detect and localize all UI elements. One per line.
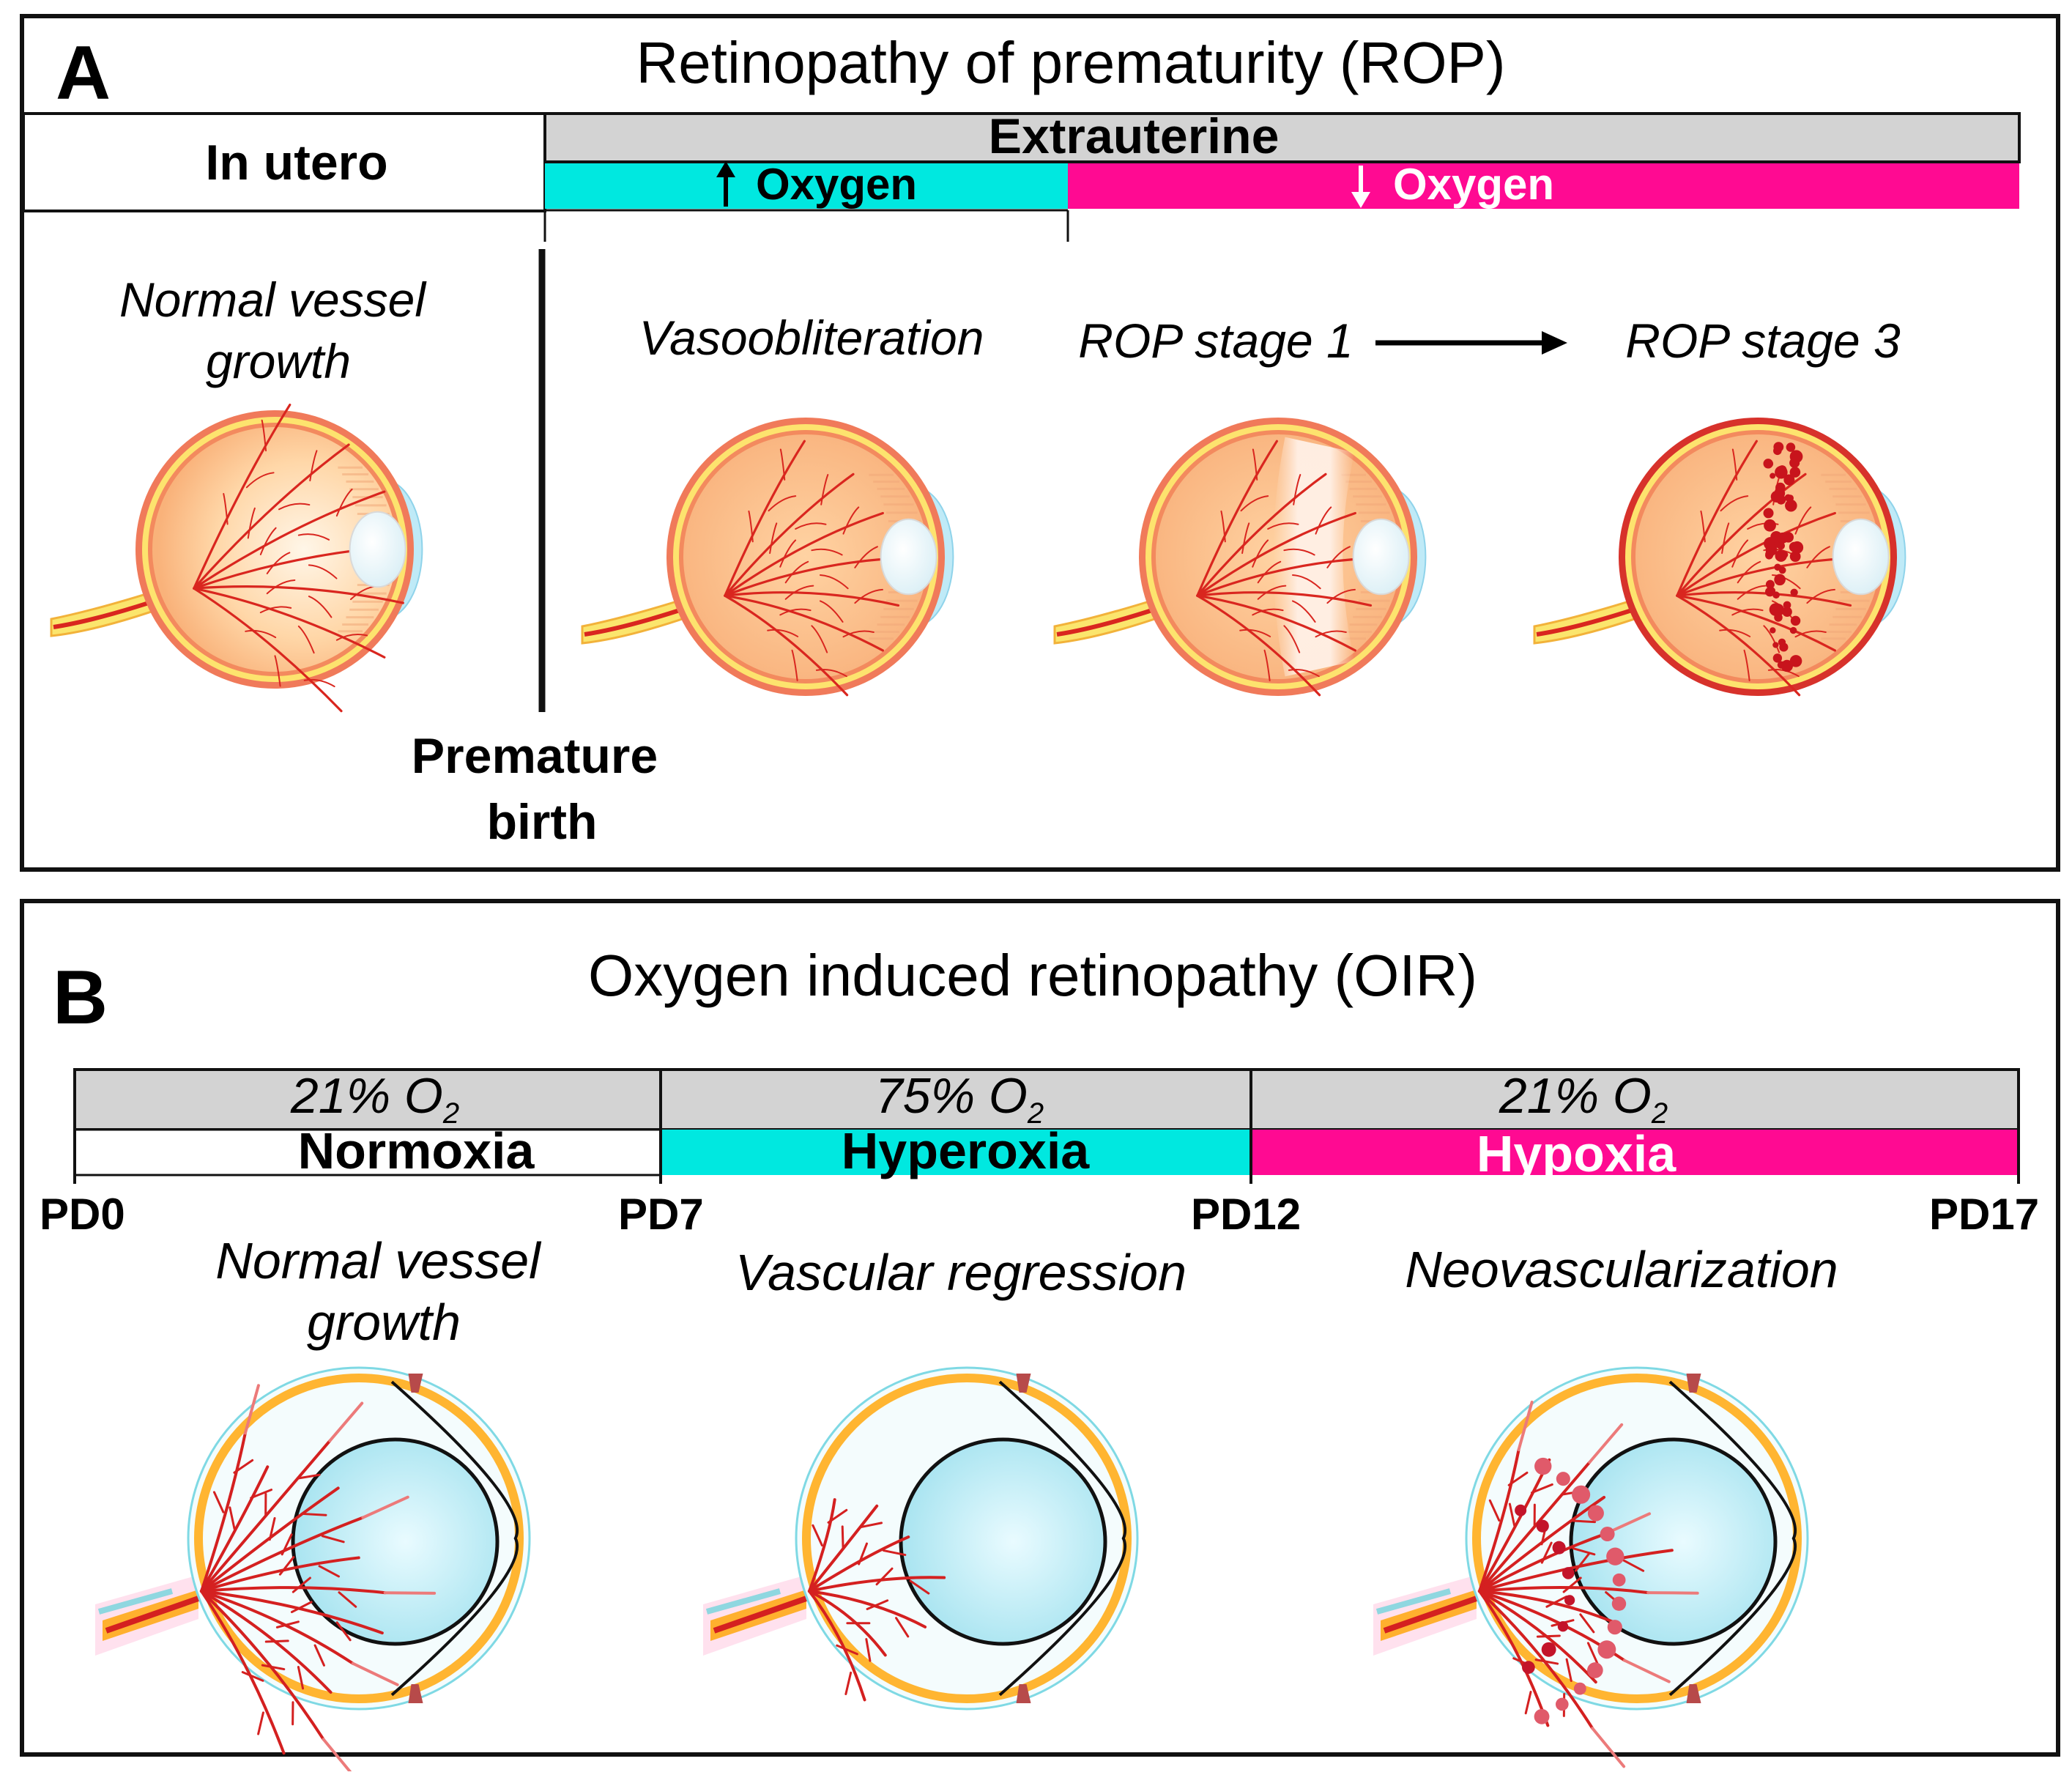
o2-bar-2 xyxy=(659,1068,1252,1131)
up-arrow-icon xyxy=(716,161,735,207)
eye-icon-normal xyxy=(50,403,423,713)
vasoobliteration-label: Vasoobliteration xyxy=(639,311,984,365)
hyperoxia-bar xyxy=(661,1130,1251,1175)
eye-icon-oir-neovascularization xyxy=(1373,1366,1809,1768)
premature-birth-label-line1: Premature xyxy=(411,728,658,784)
normoxia-label: Normoxia xyxy=(297,1122,535,1179)
pd0-label: PD0 xyxy=(40,1190,125,1239)
eye-icon-oir-regression xyxy=(703,1366,1139,1711)
panel-a-letter: A xyxy=(56,31,111,116)
extrauterine-bar xyxy=(543,112,2021,163)
hypoxia-label: Hypoxia xyxy=(1476,1125,1676,1182)
rop-stage3-label: ROP stage 3 xyxy=(1625,314,1901,368)
premature-birth-label-line2: birth xyxy=(486,794,598,850)
rop-stage1-label: ROP stage 1 xyxy=(1078,314,1354,368)
pd12-label: PD12 xyxy=(1191,1190,1302,1239)
eye-icon-rop-stage3 xyxy=(1533,418,1906,697)
extrauterine-label: Extrauterine xyxy=(988,108,1280,164)
eye-icon-rop-stage1 xyxy=(1053,418,1427,697)
oxygen-low-label: Oxygen xyxy=(1393,160,1555,209)
hyperoxia-label: Hyperoxia xyxy=(841,1122,1090,1179)
oxygen-low-bar xyxy=(1068,163,2019,209)
down-arrow-icon xyxy=(1351,166,1370,208)
normal-vessel-label-line2: growth xyxy=(205,334,352,388)
pd7-label: PD7 xyxy=(618,1190,704,1239)
neovascularization-label: Neovascularization xyxy=(1405,1241,1838,1298)
oir-normal-vessel-line2: growth xyxy=(306,1294,461,1351)
oir-normal-vessel-line1: Normal vessel xyxy=(215,1232,541,1289)
eye-icon-vasoobliteration xyxy=(581,418,954,697)
right-arrow-icon xyxy=(1375,331,1567,355)
panel-b-title: Oxygen induced retinopathy (OIR) xyxy=(588,943,1477,1008)
panel-a-title: Retinopathy of prematurity (ROP) xyxy=(636,30,1506,95)
in-utero-box xyxy=(22,112,546,212)
vascular-regression-label: Vascular regression xyxy=(735,1244,1187,1301)
panel-b-letter: B xyxy=(53,955,108,1040)
o2-label-3: 21% O2 xyxy=(1499,1068,1668,1130)
o2-label-1: 21% O2 xyxy=(290,1068,460,1130)
hypoxia-bar xyxy=(1251,1130,2019,1175)
oxygen-high-bar xyxy=(545,163,1068,209)
normal-vessel-label-line1: Normal vessel xyxy=(119,273,426,327)
in-utero-label: In utero xyxy=(205,135,388,190)
panel-b-frame xyxy=(20,899,2060,1757)
pd17-label: PD17 xyxy=(1929,1190,2040,1239)
o2-label-2: 75% O2 xyxy=(875,1068,1044,1130)
eye-icon-oir-normal xyxy=(95,1366,531,1775)
oxygen-high-label: Oxygen xyxy=(756,160,918,209)
panel-a-frame xyxy=(20,14,2060,872)
